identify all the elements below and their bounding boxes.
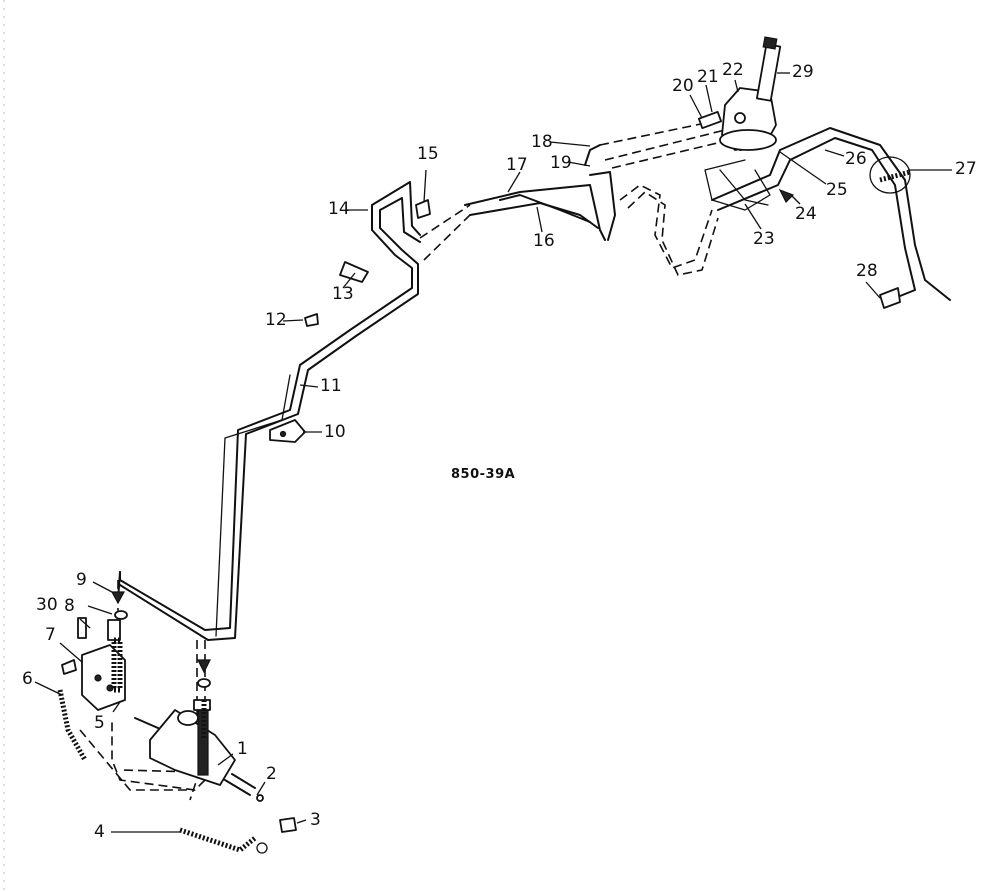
callout-8: 8 [64,596,75,616]
callout-21: 21 [697,67,719,87]
steering-cylinder [134,699,297,833]
hose-6 [57,659,88,762]
wire-23 [719,169,769,206]
callout-16: 16 [533,231,555,251]
clip-28 [879,287,901,309]
callout-28: 28 [856,261,878,281]
clip-15 [415,199,431,219]
pipe-assembly-main [119,181,421,641]
fittings-center [197,659,211,740]
bracket-13 [339,261,369,283]
callout-4: 4 [94,822,105,842]
callout-12: 12 [265,310,287,330]
valve-block [77,591,128,711]
callout-3: 3 [310,810,321,830]
callout-6: 6 [22,669,33,689]
callout-15: 15 [417,144,439,164]
callout-2: 2 [266,764,277,784]
hose-4 [179,827,268,854]
callout-19: 19 [550,153,572,173]
callout-29: 29 [792,62,814,82]
clip-24 [778,188,795,204]
figure-code: 850-39A [451,467,516,482]
callout-23: 23 [753,229,775,249]
callout-17: 17 [506,155,528,175]
callout-13: 13 [332,284,354,304]
callout-5: 5 [94,713,105,733]
callout-9: 9 [76,570,87,590]
callout-10: 10 [324,422,346,442]
pipe-upper-center [419,119,731,276]
callout-18: 18 [531,132,553,152]
callout-1: 1 [237,739,248,759]
callout-14: 14 [328,199,350,219]
callout-20: 20 [672,76,694,96]
callout-11: 11 [320,376,342,396]
callout-7: 7 [45,625,56,645]
callout-25: 25 [826,180,848,200]
callout-27: 27 [955,159,977,179]
callout-24: 24 [795,204,817,224]
clip-12 [304,313,319,327]
bracket-10 [269,419,306,443]
callout-26: 26 [845,149,867,169]
callout-30: 30 [36,595,58,615]
steering-unit [697,36,782,151]
callout-22: 22 [722,60,744,80]
pipe-upper-right [704,127,951,301]
leader-lines [34,72,952,833]
